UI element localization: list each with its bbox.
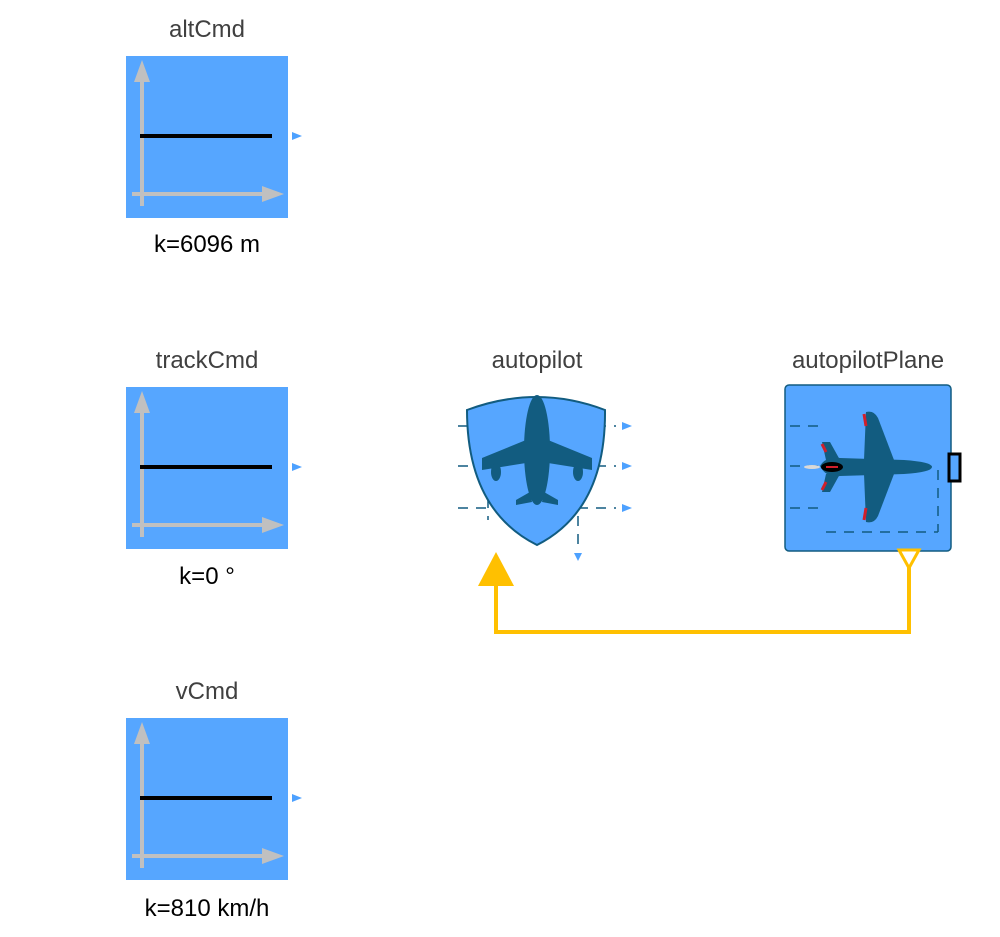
vcmd-param: k=810 km/h — [144, 895, 270, 922]
autopilotplane-block[interactable] — [784, 384, 962, 572]
trackcmd-param: k=0 ° — [179, 563, 235, 590]
autopilot-name: autopilot — [491, 347, 583, 374]
bus-connection[interactable] — [494, 560, 911, 634]
altcmd-name: altCmd — [168, 16, 246, 43]
autopilotplane-name: autopilotPlane — [791, 347, 945, 374]
autopilot-block[interactable] — [458, 395, 632, 586]
altcmd-param: k=6096 m — [153, 231, 261, 258]
bus-input-port[interactable] — [478, 552, 514, 586]
vcmd-name: vCmd — [175, 678, 239, 705]
bus-output-port[interactable] — [896, 548, 922, 572]
trackcmd-block[interactable] — [124, 385, 304, 551]
altcmd-block[interactable] — [124, 54, 304, 220]
vcmd-block[interactable] — [124, 716, 304, 882]
airplane-icon — [482, 395, 592, 505]
airplane-icon — [804, 411, 932, 523]
trackcmd-name: trackCmd — [155, 347, 259, 374]
